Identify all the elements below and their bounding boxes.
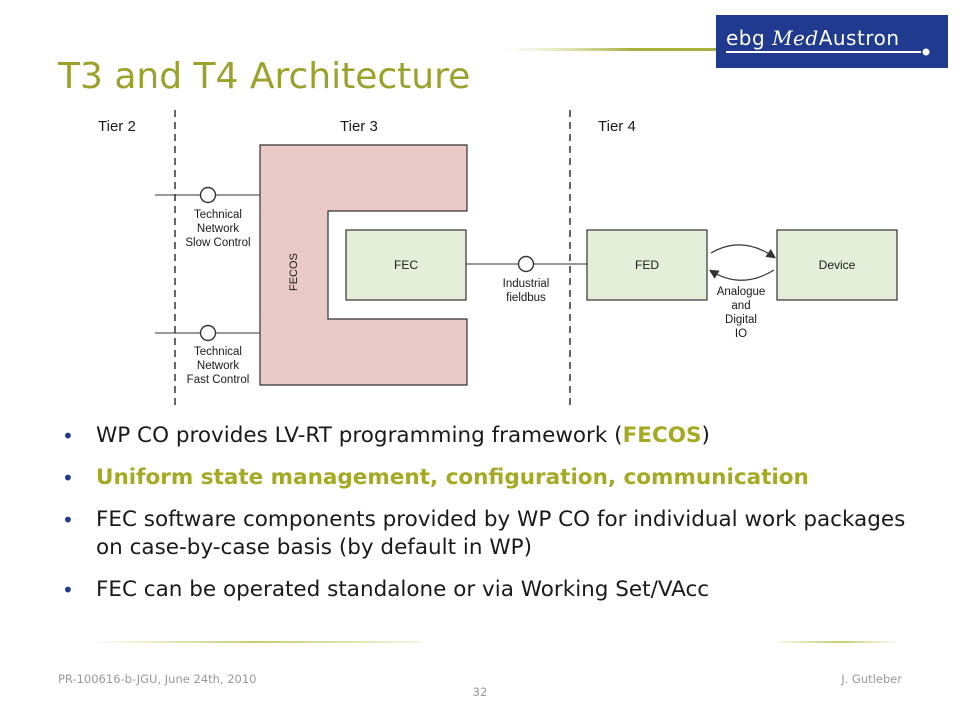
fast-control-port-icon — [199, 324, 217, 342]
slow-control-port-icon — [199, 186, 217, 204]
bullet-dot-icon: • — [62, 578, 74, 602]
analogue-io-label-2: and — [731, 300, 750, 312]
fec-label: FEC — [394, 258, 418, 272]
footer-document-ref: PR-100616-b-JGU, June 24th, 2010 — [58, 672, 257, 686]
logo-accent-line — [500, 48, 720, 51]
fast-control-label-1: Technical — [194, 346, 242, 358]
bullet-item: •FEC can be operated standalone or via W… — [62, 577, 710, 602]
bullet-dot-icon: • — [62, 508, 74, 532]
fed-label: FED — [635, 258, 659, 272]
analogue-io-label-1: Analogue — [717, 286, 766, 298]
slide-title: T3 and T4 Architecture — [58, 56, 471, 97]
bullet-item: •FEC software components provided by WP … — [62, 507, 906, 560]
fieldbus-label-1: Industrial — [503, 278, 550, 290]
bullet-dot-icon: • — [62, 424, 74, 448]
fast-control-label-3: Fast Control — [187, 374, 250, 386]
analogue-io-label-3: Digital — [725, 314, 757, 326]
slow-control-label-2: Network — [197, 223, 239, 235]
slow-control-label-3: Slow Control — [185, 237, 250, 249]
logo-underline — [726, 48, 930, 56]
tier-label-3: Tier 3 — [340, 118, 378, 135]
bullet-item: •WP CO provides LV-RT programming framew… — [62, 423, 710, 448]
footer-divider-right — [780, 641, 900, 643]
bullet-item: •Uniform state management, configuration… — [62, 465, 809, 490]
device-label: Device — [819, 258, 856, 272]
device-box — [776, 229, 898, 301]
fed-box — [586, 229, 708, 301]
slow-control-label-1: Technical — [194, 209, 242, 221]
fec-box — [345, 229, 467, 301]
analogue-io-label-4: IO — [735, 328, 747, 340]
bullet-list: •WP CO provides LV-RT programming framew… — [58, 422, 938, 618]
footer-author: J. Gutleber — [841, 672, 902, 686]
fieldbus-port-icon — [517, 255, 535, 273]
fecos-block — [259, 144, 468, 386]
io-arrow-to-device — [710, 244, 776, 259]
bullet-dot-icon: • — [62, 466, 74, 490]
fecos-label: FECOS — [288, 253, 300, 291]
brand-logo — [716, 15, 948, 68]
tier-label-2: Tier 2 — [98, 118, 136, 135]
brand-logo-text: ebg MedAustron — [726, 26, 900, 50]
io-arrow-to-fed — [708, 269, 775, 281]
fast-control-label-2: Network — [197, 360, 239, 372]
architecture-diagram: Tier 2 Tier 3 Tier 4 FECOS FEC FED Devic… — [98, 110, 898, 407]
footer-divider-left — [90, 641, 420, 643]
tier-label-4: Tier 4 — [598, 118, 636, 135]
fieldbus-label-2: fieldbus — [506, 292, 546, 304]
page-number: 32 — [472, 685, 488, 699]
